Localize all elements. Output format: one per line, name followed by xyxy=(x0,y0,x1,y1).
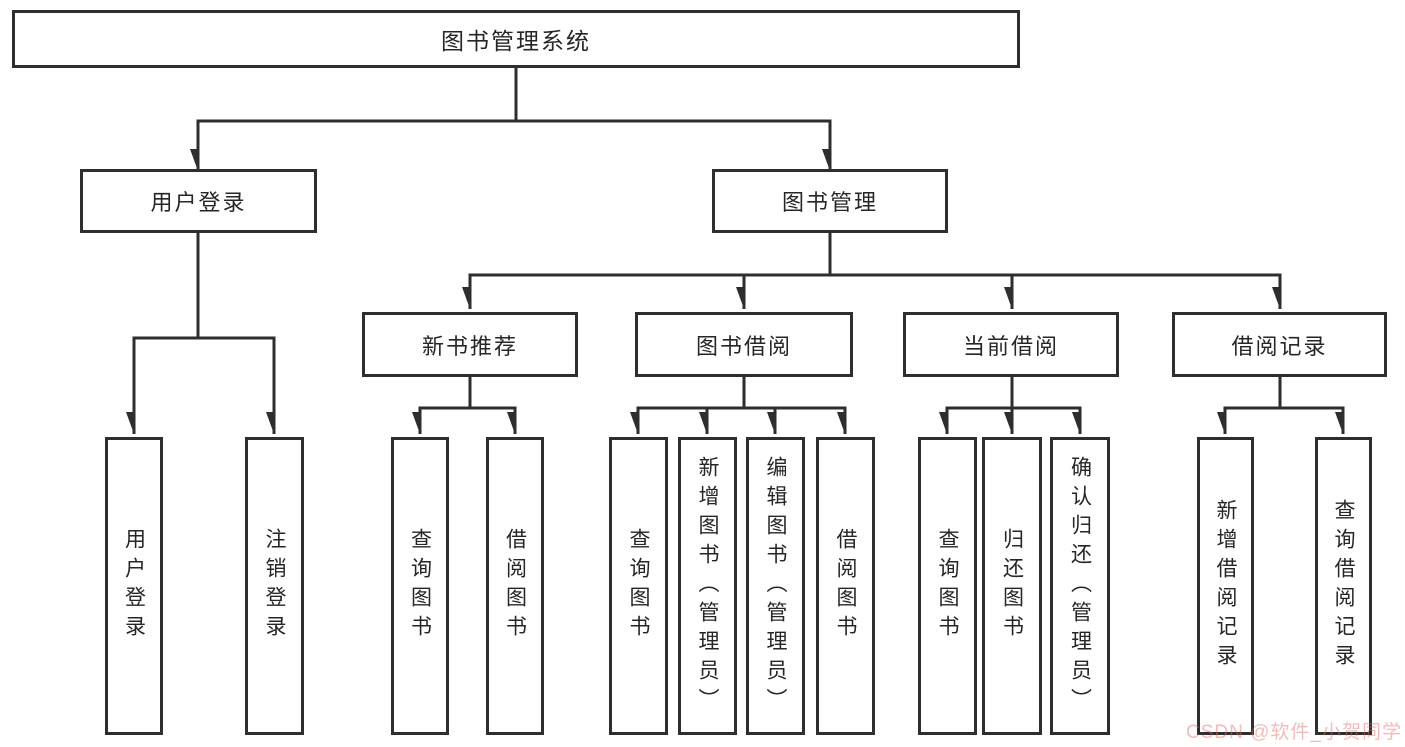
node-label: 借阅图书 xyxy=(503,528,527,644)
node-label: 编辑图书（管理员） xyxy=(764,455,787,717)
node-label: 当前借阅 xyxy=(962,333,1059,359)
node-book-management: 图书管理 xyxy=(712,169,948,233)
node-label: 查询图书 xyxy=(936,528,959,644)
node-label: 新增借阅记录 xyxy=(1214,499,1237,673)
leaf-query-books-1: 查询图书 xyxy=(391,437,449,735)
node-label: 借阅记录 xyxy=(1231,333,1328,359)
leaf-user-login: 用户登录 xyxy=(105,437,163,735)
node-label: 注销登录 xyxy=(263,528,286,644)
watermark: CSDN @软件_小贺同学 xyxy=(1186,722,1402,743)
node-label: 归还图书 xyxy=(1000,528,1024,644)
leaf-logout: 注销登录 xyxy=(245,437,304,735)
leaf-borrow-books-1: 借阅图书 xyxy=(486,437,544,735)
node-label: 确认归还（管理员） xyxy=(1068,455,1092,717)
leaf-edit-book-admin: 编辑图书（管理员） xyxy=(746,437,805,735)
node-label: 用户登录 xyxy=(150,190,247,215)
node-label: 借阅图书 xyxy=(834,528,857,644)
leaf-add-borrow-record: 新增借阅记录 xyxy=(1197,437,1254,735)
node-label: 图书借阅 xyxy=(695,333,792,359)
leaf-confirm-return-admin: 确认归还（管理员） xyxy=(1050,437,1110,735)
node-label: 新书推荐 xyxy=(421,333,518,359)
leaf-borrow-books-2: 借阅图书 xyxy=(816,437,875,735)
node-book-borrowing: 图书借阅 xyxy=(635,312,853,377)
node-label: 图书管理 xyxy=(781,190,878,215)
leaf-query-borrow-record: 查询借阅记录 xyxy=(1315,437,1372,735)
node-current-borrowing: 当前借阅 xyxy=(903,312,1119,377)
node-user-login: 用户登录 xyxy=(80,169,317,233)
leaf-return-books: 归还图书 xyxy=(982,437,1042,735)
leaf-add-book-admin: 新增图书（管理员） xyxy=(678,437,737,735)
node-label: 用户登录 xyxy=(122,528,146,644)
leaf-query-books-2: 查询图书 xyxy=(609,437,668,735)
leaf-query-books-3: 查询图书 xyxy=(918,437,977,735)
node-library-management-system: 图书管理系统 xyxy=(12,10,1020,68)
node-label: 查询图书 xyxy=(408,528,432,644)
node-label: 查询图书 xyxy=(627,528,650,644)
tree-connectors xyxy=(133,67,1345,434)
node-label: 新增图书（管理员） xyxy=(696,455,719,717)
node-new-book-recommendation: 新书推荐 xyxy=(362,312,578,377)
node-borrowing-records: 借阅记录 xyxy=(1172,312,1387,377)
node-label: 图书管理系统 xyxy=(441,28,591,54)
node-label: 查询借阅记录 xyxy=(1332,499,1355,673)
